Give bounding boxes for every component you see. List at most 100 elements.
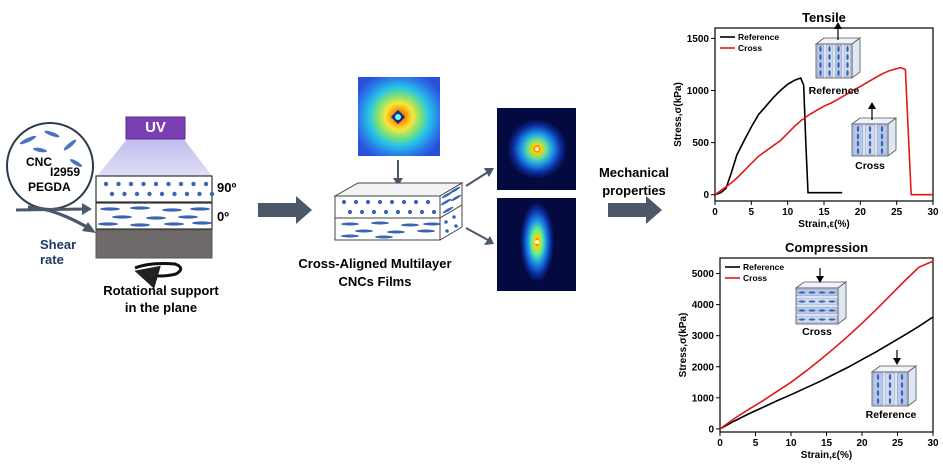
y-axis-label: Stress,σ(kPa) (678, 313, 689, 378)
x-tick-label: 0 (717, 438, 723, 449)
x-tick-label: 30 (927, 438, 939, 449)
x-tick-label: 30 (927, 207, 939, 218)
y-tick-label: 2000 (692, 362, 715, 373)
y-tick-label: 4000 (692, 300, 715, 311)
cnc-dot (153, 181, 159, 187)
x-axis-label: Strain,ε(%) (798, 219, 849, 230)
y-tick-label: 1500 (687, 34, 710, 45)
cnc-rod (190, 207, 210, 211)
rotational-support-label: Rotational support in the plane (103, 283, 219, 315)
cnc-rod (192, 221, 212, 225)
y-axis-label: Stress,σ(kPa) (673, 82, 684, 147)
y-tick-label: 5000 (692, 269, 715, 280)
cnc-dot (359, 209, 365, 215)
cnc-dot (141, 181, 146, 187)
series-line-cross (714, 66, 933, 196)
diffraction-arrow-bot (465, 227, 489, 241)
cnc-rod (371, 221, 389, 225)
y-tick-label: 1000 (687, 86, 710, 97)
cnc-dot (371, 209, 377, 215)
x-tick-label: 10 (785, 438, 797, 449)
cnc-rod (401, 223, 419, 227)
cnc-rod (98, 222, 118, 226)
sample-block-icon (870, 365, 918, 407)
y-tick-label: 500 (692, 138, 709, 149)
sample-block-icon (850, 117, 898, 157)
layer-90 (95, 175, 213, 203)
x-tick-label: 15 (821, 438, 833, 449)
chart-title: Tensile (802, 10, 846, 25)
cnc-dot (159, 191, 165, 197)
cnc-dot (347, 209, 353, 215)
sample-block-icon (814, 37, 862, 79)
legend-label: Cross (738, 43, 762, 53)
cnc-rod (112, 215, 132, 219)
cnc-dot (203, 181, 209, 187)
chart-title: Compression (785, 240, 868, 255)
cnc-rod (442, 206, 454, 214)
cnc-dot (184, 191, 190, 197)
cnc-dot (341, 199, 347, 205)
pegda-label: PEGDA (28, 180, 71, 194)
shear-arrow-head (82, 222, 96, 233)
shear-line-head (82, 203, 92, 215)
cnc-dot (166, 181, 171, 187)
cnc-dot (419, 209, 425, 215)
cross-aligned-label: Cross-Aligned Multilayer CNCs Films (298, 256, 452, 289)
cnc-dot (116, 181, 121, 187)
cnc-dot (365, 199, 371, 205)
cnc-dot (191, 181, 196, 187)
series-line-cross (719, 260, 934, 430)
cnc-dot (103, 181, 109, 187)
cnc-dot (452, 215, 456, 219)
x-tick-label: 10 (782, 207, 794, 218)
angle-90-label: 90º (217, 180, 237, 195)
y-tick-label: 3000 (692, 331, 715, 342)
cnc-rod (387, 230, 405, 234)
shear-arrow (27, 205, 93, 232)
cnc-dot (377, 199, 383, 205)
x-tick-label: 15 (818, 207, 830, 218)
cnc-dot (389, 199, 395, 205)
cnc-dot (134, 191, 140, 197)
y-tick-label: 1000 (692, 393, 715, 404)
legend-label: Reference (743, 262, 784, 272)
mechanical-properties-label: Mechanical properties (598, 165, 670, 198)
x-axis-label: Strain,ε(%) (801, 450, 852, 461)
cnc-rod (130, 206, 150, 210)
multilayer-block (333, 182, 464, 241)
cnc-dot (454, 224, 458, 228)
cnc-dot (425, 199, 431, 205)
diffraction-arrow-top-head (484, 168, 494, 177)
saxs-pattern-anisotropic (497, 198, 576, 291)
sample-block-icon (794, 281, 848, 325)
cnc-rod (441, 191, 453, 199)
y-tick-label: 0 (708, 424, 714, 435)
saxs-center (395, 114, 401, 120)
series-line-reference (714, 76, 843, 196)
x-tick-label: 25 (891, 207, 903, 218)
cnc-rod (164, 222, 184, 226)
uv-label: UV (145, 119, 166, 136)
cnc-rod (341, 222, 359, 226)
rotational-support-base (95, 229, 213, 259)
y-tick-label: 0 (703, 190, 709, 201)
process-arrow-1 (258, 196, 312, 224)
cnc-dot (353, 199, 359, 205)
series-line-reference (719, 316, 934, 430)
rotation-arrow-icon (134, 262, 183, 289)
cnc-rod-particles (19, 130, 83, 167)
cnc-ink-callout (6, 122, 94, 210)
diffraction-arrow-bot-head (484, 236, 494, 245)
cnc-rod (375, 235, 393, 239)
cnc-rod (130, 223, 150, 227)
cnc-rod (423, 222, 441, 226)
legend-label: Cross (743, 273, 767, 283)
cnc-label: CNC (26, 155, 52, 169)
x-tick-label: 20 (856, 438, 868, 449)
printed-layers (95, 175, 215, 259)
annotation-cross: Cross (802, 326, 832, 338)
cnc-dot (122, 191, 127, 197)
cnc-dot (197, 191, 202, 197)
